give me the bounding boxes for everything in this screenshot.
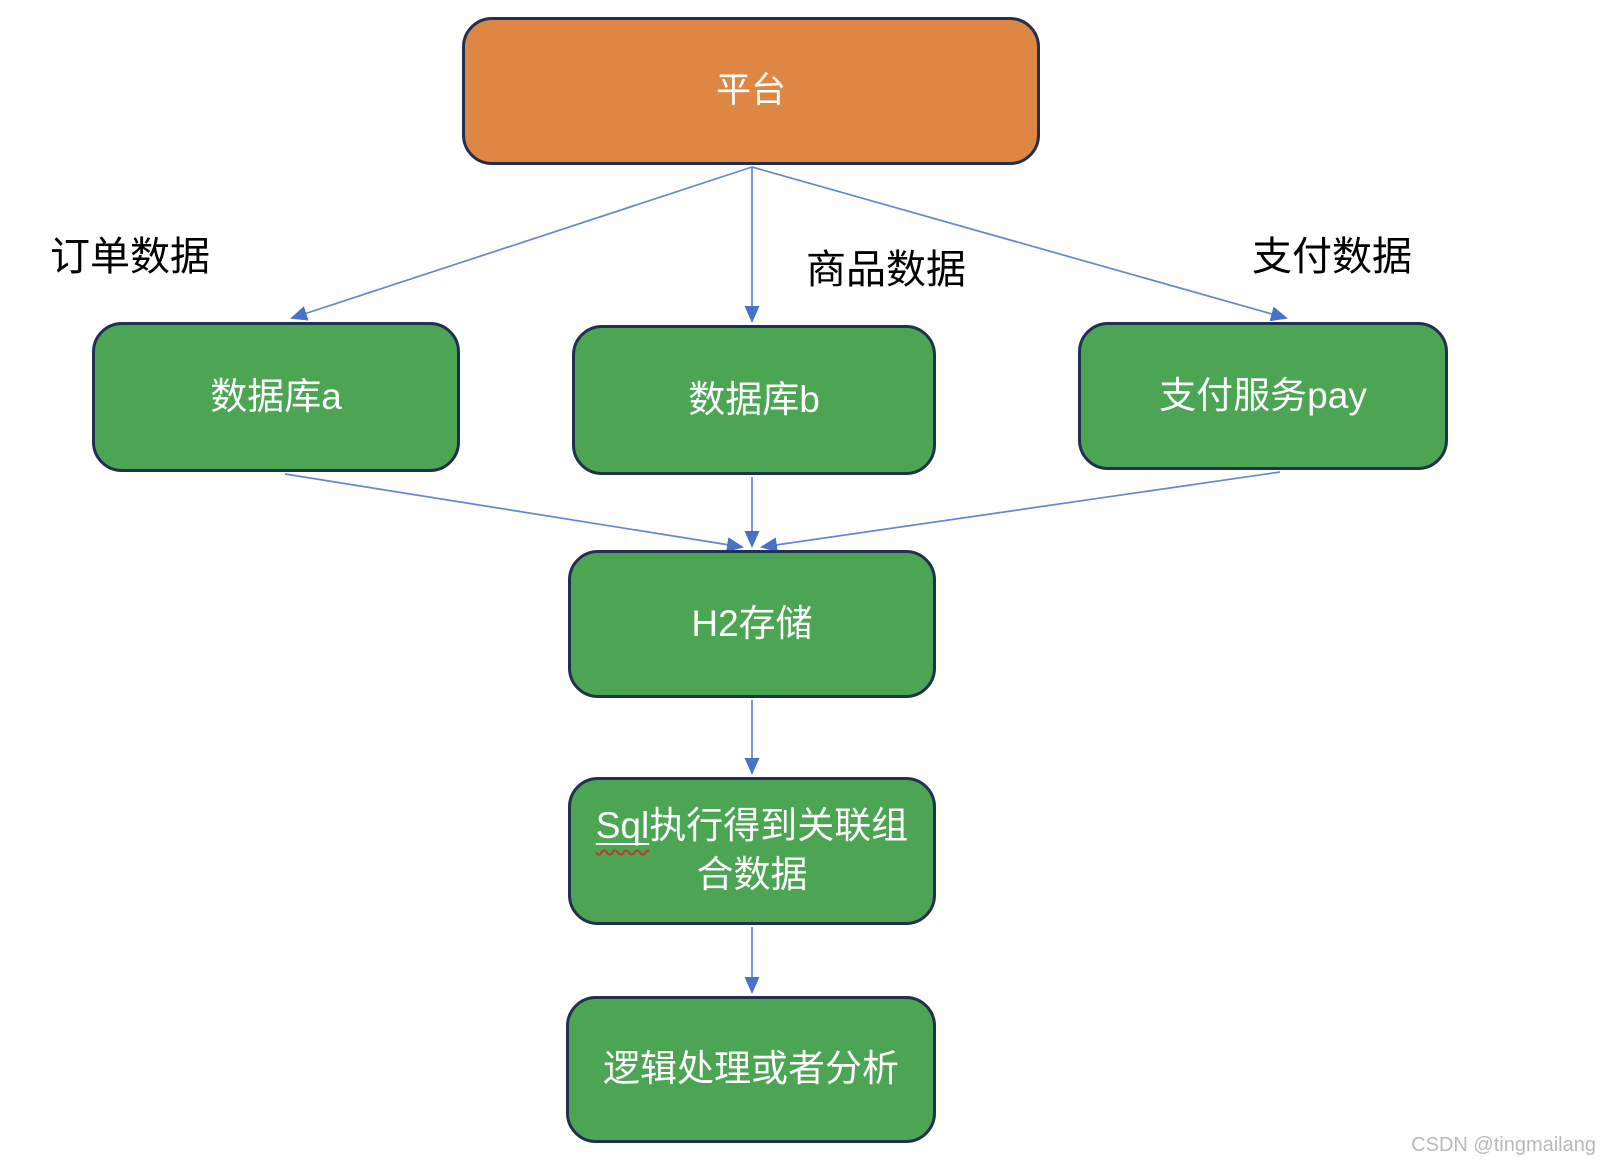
node-pay-service-label: 支付服务pay (1159, 374, 1367, 416)
node-sql-exec-label: Sql执行得到关联组合数据 (589, 802, 915, 900)
node-logic-analysis: 逻辑处理或者分析 (566, 996, 936, 1143)
edge-label-payment-data: 支付数据 (1252, 235, 1412, 279)
node-platform-label: 平台 (715, 70, 786, 110)
sql-word-underlined: Sql (596, 805, 649, 846)
node-database-b: 数据库b (572, 325, 936, 475)
arrow-platform-to-db-a (290, 166, 753, 321)
node-h2-storage-label: H2存储 (691, 602, 813, 644)
sql-label-rest: 执行得到关联组合数据 (649, 805, 909, 895)
node-database-b-label: 数据库b (688, 378, 820, 420)
arrow-db-a-to-h2 (284, 473, 744, 553)
node-logic-analysis-label: 逻辑处理或者分析 (603, 1048, 899, 1090)
node-h2-storage: H2存储 (568, 550, 936, 698)
node-platform: 平台 (462, 17, 1040, 165)
node-database-a: 数据库a (92, 322, 460, 472)
node-pay-service: 支付服务pay (1078, 322, 1448, 470)
node-database-a-label: 数据库a (210, 375, 342, 417)
edge-label-product-data: 商品数据 (806, 248, 966, 292)
watermark: CSDN @tingmailang (1411, 1134, 1596, 1156)
sql-spellcheck-squiggle: Sql (595, 805, 650, 847)
edge-label-order-data: 订单数据 (50, 235, 210, 279)
node-sql-exec: Sql执行得到关联组合数据 (568, 777, 936, 925)
arrow-pay-to-h2 (760, 471, 1281, 553)
